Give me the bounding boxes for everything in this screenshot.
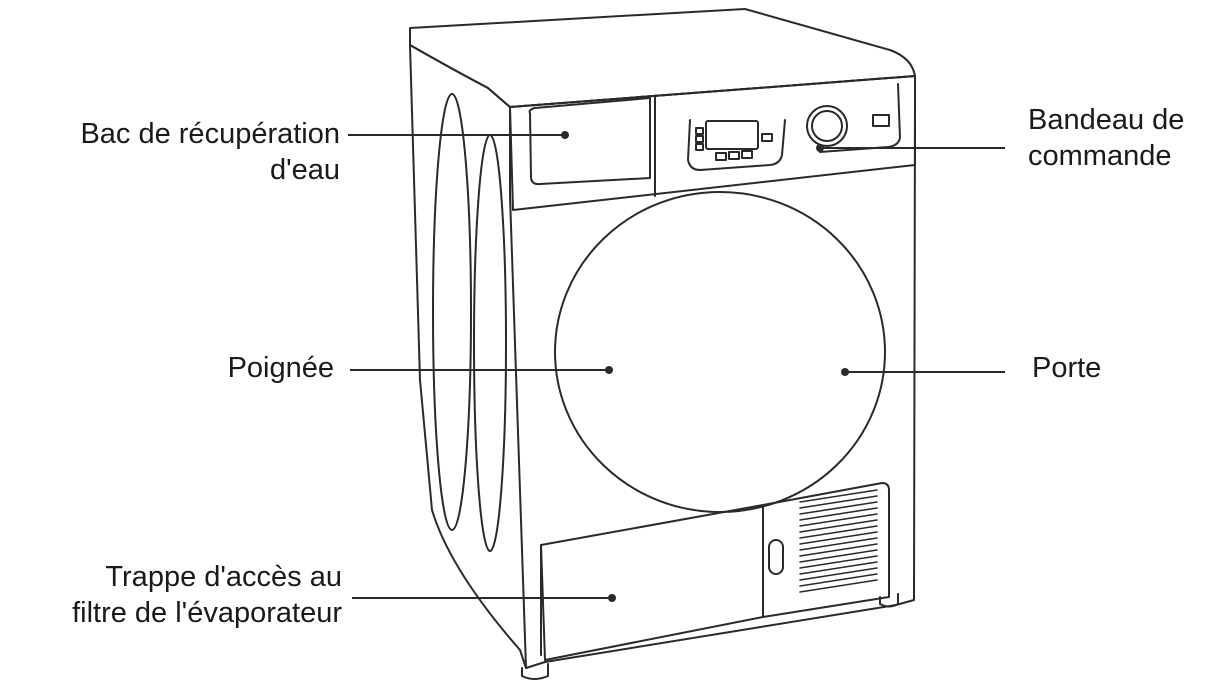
front-right-foot [879, 593, 899, 608]
side-ring-inner [473, 134, 507, 552]
callout-bandeau-line2: commande [1028, 140, 1172, 172]
water-container-drawer [528, 97, 651, 186]
callout-bandeau: Bandeau de commande [1028, 102, 1184, 174]
callout-poignee-line1: Poignée [227, 352, 334, 384]
callout-bandeau-line1: Bandeau de [1028, 104, 1185, 136]
vent-grille [799, 489, 878, 593]
vent-latch-icon [768, 539, 784, 575]
side-ring-outer [432, 93, 472, 531]
display-screen-icon [705, 120, 759, 150]
door [554, 191, 886, 513]
callout-bac-line1: Bac de récupération [80, 118, 340, 150]
callout-bac: Bac de récupération d'eau [80, 116, 340, 188]
control-panel-band [509, 75, 916, 211]
callout-trappe-line2: filtre de l'évaporateur [72, 597, 342, 629]
dryer-side-panel [409, 44, 527, 669]
callout-bac-line2: d'eau [269, 154, 340, 186]
callout-poignee: Poignée [228, 350, 334, 386]
callout-porte: Porte [1032, 350, 1101, 386]
callout-porte-line1: Porte [1032, 352, 1102, 384]
power-button-icon [872, 114, 890, 127]
callout-trappe-line1: Trappe d'accès au [105, 561, 342, 593]
filter-hatch [540, 504, 764, 661]
program-knob-icon [806, 105, 848, 147]
dryer-top [409, 8, 916, 108]
front-left-foot [521, 663, 549, 680]
callout-trappe: Trappe d'accès au filtre de l'évaporateu… [72, 559, 342, 631]
